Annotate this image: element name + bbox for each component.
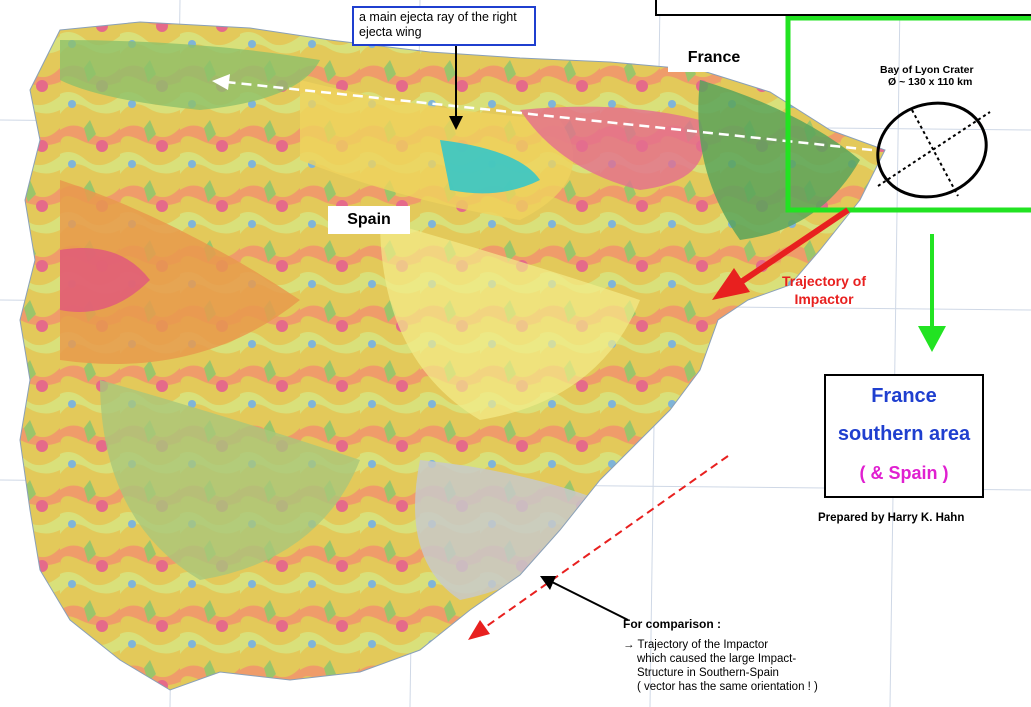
- comparison-line: Structure in Southern-Spain: [637, 667, 779, 679]
- comparison-text: → Trajectory of the Impactor which cause…: [623, 638, 883, 694]
- crater-title: Bay of Lyon Crater: [880, 64, 974, 76]
- france-label: France: [668, 44, 760, 72]
- crater-size: Ø ~ 130 x 110 km: [888, 76, 973, 88]
- comparison-pointer-arrow: [540, 576, 629, 621]
- region-title-box: France southern area ( & Spain ): [824, 374, 984, 498]
- crater-icon: [876, 101, 991, 199]
- spain-label: Spain: [328, 206, 410, 234]
- comparison-trajectory-arrow: [468, 455, 729, 640]
- ejecta-ray-arrow: [212, 74, 873, 152]
- ejecta-pointer-arrow: [449, 46, 463, 130]
- comparison-line: which caused the large Impact-: [637, 653, 797, 665]
- region-pointer-arrow: [918, 234, 946, 352]
- region-title-line1: France: [871, 385, 937, 407]
- comparison-line: → Trajectory of the Impactor: [623, 639, 769, 651]
- ejecta-ray-label: a main ejecta ray of the right ejecta wi…: [352, 6, 536, 46]
- comparison-title: For comparison :: [623, 617, 722, 631]
- crater-region-box: [785, 15, 1031, 213]
- comparison-line: ( vector has the same orientation ! ): [637, 681, 818, 693]
- trajectory-arrow: [712, 207, 850, 300]
- trajectory-label: Trajectory of Impactor: [781, 273, 867, 307]
- author-credit: Prepared by Harry K. Hahn: [818, 512, 965, 524]
- region-title-line2: southern area: [837, 423, 971, 445]
- region-title-line3: ( & Spain ): [859, 463, 949, 483]
- header-frame: [655, 0, 1031, 16]
